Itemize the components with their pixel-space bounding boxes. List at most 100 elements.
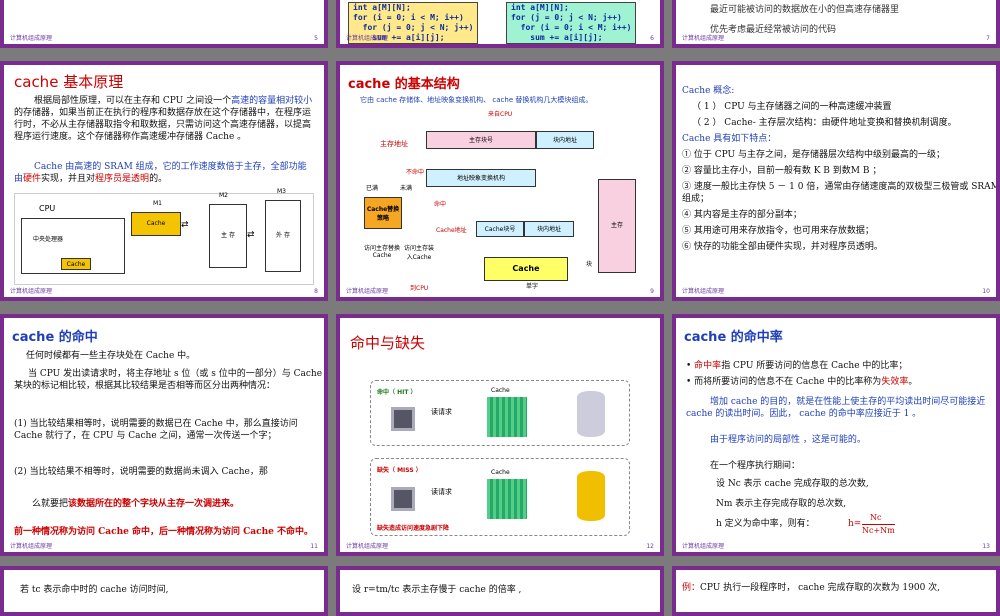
slide-11: cache 的命中 任何时候都有一些主存块处在 Cache 中。 当 CPU 发… — [0, 314, 328, 556]
feature-6: ⑥ 快存的功能全部由硬件实现，并对程序员透明。 — [682, 242, 883, 252]
read-request: 读请求 — [431, 408, 452, 416]
cache-label: ⇄ — [181, 220, 189, 230]
cache-small: Cache — [61, 258, 91, 270]
text-line: 最近可能被访问的数据放在小的但高速存储器里 — [710, 5, 900, 15]
cache-label: Cache — [491, 387, 510, 394]
arrow: ⇄ — [247, 230, 255, 240]
full-label: 已满 — [366, 185, 379, 192]
formula-num: Nc — [870, 513, 882, 522]
page-number: 10 — [982, 288, 990, 295]
db-icon — [577, 471, 605, 521]
cache-store: Cache — [484, 257, 568, 281]
notfull-label: 未满 — [400, 185, 413, 192]
main-memory: 主 存 — [209, 204, 247, 268]
miss-label: 缺失（ MISS ） — [377, 467, 422, 474]
footer: 计算机组成原理 — [10, 288, 53, 295]
page-number: 8 — [314, 288, 318, 295]
slide-title: 命中与缺失 — [350, 334, 426, 352]
formula-den: Nc+Nm — [862, 524, 895, 535]
block-number: 主存块号 — [426, 131, 536, 149]
route-1: 访问主存替换Cache — [364, 245, 401, 259]
paragraph: 由于程序访问的局部性 ，这是可能的。 — [710, 435, 866, 445]
miss-note: 缺失造成访问速度急剧下降 — [377, 525, 450, 532]
paragraph: h 定义为命中率，则有： — [716, 519, 815, 529]
feature-5: ⑤ 其用途可用来存放指令，也可用来存放数据； — [682, 226, 874, 236]
text-line: 例：CPU 执行一段程序时， cache 完成存取的次数为 1900 次, — [682, 583, 941, 593]
slide-8: cache 基本原理 根据局部性原理，可以在主存和 CPU 之间设一个高速的容量… — [0, 61, 328, 301]
paragraph: Nm 表示主存完成存取的总次数, — [716, 499, 847, 509]
cache-box: Cache — [131, 212, 181, 236]
m3: M3 — [277, 188, 286, 195]
bullet: • 命中率指 CPU 所要访问的信息在 Cache 中的比率； — [686, 361, 908, 371]
line: 当 CPU 发出读请求时，将主存地址 s 位（或 s 位中的一部分）与 Cach… — [14, 369, 323, 391]
line: 前一种情况称为访问 Cache 命中，后一种情况称为访问 Cache 不命中。 — [14, 527, 314, 537]
hit-label: 命中（ HIT ） — [377, 389, 417, 396]
paragraph: Cache 由高速的 SRAM 组成，它的工作速度数倍于主存，全部功能由硬件实现… — [14, 162, 307, 184]
from-cpu: 来自CPU — [488, 111, 513, 118]
concept-1: （ 1 ） CPU 与主存储器之间的一种高速缓冲装置 — [692, 102, 892, 112]
subtitle: 它由 cache 存储体、地址映象变换机构、 cache 替换机构几大模块组成。 — [360, 96, 593, 104]
footer: 计算机组成原理 — [346, 543, 389, 550]
paragraph: 根据局部性原理，可以在主存和 CPU 之间设一个高速的容量相对较小的存储器，如果… — [14, 96, 313, 142]
hit-label: 命中 — [434, 201, 447, 208]
miss-panel: 缺失（ MISS ） 读请求 Cache 缺失造成访问速度急剧下降 — [370, 458, 630, 536]
footer: 计算机组成原理 — [682, 35, 725, 42]
slide-12: 命中与缺失 命中（ HIT ） 读请求 Cache 缺失（ MISS ） 读请求… — [336, 314, 664, 556]
slide-title: cache 基本原理 — [14, 73, 124, 91]
to-cpu: 到CPU — [410, 285, 429, 292]
page-number: 6 — [650, 35, 654, 42]
feature-2: ② 容量比主存小，目前一般有数 K B 到数M B ； — [682, 166, 882, 176]
page-number: 12 — [646, 543, 654, 550]
m1: M1 — [153, 200, 162, 207]
code-block-col: int a[M][N]; for (j = 0; j < N; j++) for… — [506, 2, 637, 44]
ext-memory: 外 存 — [265, 200, 301, 272]
slide-title: cache 的基本结构 — [348, 77, 460, 92]
footer: 计算机组成原理 — [10, 543, 53, 550]
page-number: 5 — [314, 35, 318, 42]
replace-policy: Cache替换策略 — [364, 197, 402, 229]
cpu-label: CPU — [39, 204, 56, 213]
miss-label: 不命中 — [406, 169, 425, 176]
footer: 计算机组成原理 — [346, 35, 389, 42]
route-2: 访问主存装入Cache — [403, 245, 434, 261]
bullet: • 而将所要访问的信息不在 Cache 中的比率称为失效率。 — [686, 377, 918, 387]
paragraph: 在一个程序执行期间： — [710, 461, 801, 471]
slide-5: int a[M][N]; for (i = 0; i < M; i++) for… — [0, 0, 328, 48]
slide-14: 若 tc 表示命中时的 cache 访问时间, — [0, 566, 328, 616]
line: 么就要把该数据所在的整个字块从主存一次调进来。 — [32, 499, 240, 509]
paragraph: 增加 cache 的目的，就是在性能上使主存的平均读出时间尽可能接近 cache… — [686, 397, 986, 419]
page-number: 13 — [982, 543, 990, 550]
paragraph: 设 Nc 表示 cache 完成存取的总次数, — [716, 479, 869, 489]
page-number: 9 — [650, 288, 654, 295]
page-number: 7 — [986, 35, 990, 42]
cache-in-block: 块内地址 — [524, 221, 574, 237]
db-icon — [577, 391, 605, 437]
slide-15: 设 r=tm/tc 表示主存慢于 cache 的倍率 , — [336, 566, 664, 616]
cache-label: Cache — [491, 469, 510, 476]
cache-addr-label: Cache地址 — [436, 227, 467, 234]
cpu-inner: 中央处理器 — [33, 236, 64, 243]
m2: M2 — [219, 192, 228, 199]
slide-title: cache 的命中率 — [684, 330, 783, 345]
main-addr-label: 主存地址 — [380, 140, 408, 148]
hit-panel: 命中（ HIT ） 读请求 Cache — [370, 380, 630, 446]
slide-title: cache 的命中 — [12, 330, 98, 345]
footer: 计算机组成原理 — [346, 288, 389, 295]
cpu-icon — [391, 487, 415, 511]
slide-10: Cache 概念: （ 1 ） CPU 与主存储器之间的一种高速缓冲装置 （ 2… — [672, 61, 1000, 301]
page-number: 11 — [310, 543, 318, 550]
heading: Cache 概念: — [682, 86, 735, 96]
feature-3: ③ 速度一般比主存快 5 － 1 0 倍，通常由存储速度高的双极型三极管或 SR… — [682, 182, 1000, 204]
line: (1) 当比较结果相等时，说明需要的数据已在 Cache 中，那么直接访问 Ca… — [14, 419, 298, 441]
slide-16: 例：CPU 执行一段程序时， cache 完成存取的次数为 1900 次, — [672, 566, 1000, 616]
slide-13: cache 的命中率 • 命中率指 CPU 所要访问的信息在 Cache 中的比… — [672, 314, 1000, 556]
code-block-row: int a[M][N]; for (i = 0; i < M; i++) for… — [348, 2, 479, 44]
text-line: 优先考虑最近经常被访问的代码 — [710, 25, 837, 35]
in-block-addr: 块内地址 — [536, 131, 594, 149]
cache-block: Cache块号 — [476, 221, 524, 237]
cpu-icon — [391, 407, 415, 431]
main-mem-box: 主存 — [598, 179, 636, 273]
text-line: 设 r=tm/tc 表示主存慢于 cache 的倍率 , — [352, 585, 522, 595]
cache-chip-icon — [487, 397, 527, 437]
heading: Cache 具有如下特点： — [682, 134, 777, 144]
